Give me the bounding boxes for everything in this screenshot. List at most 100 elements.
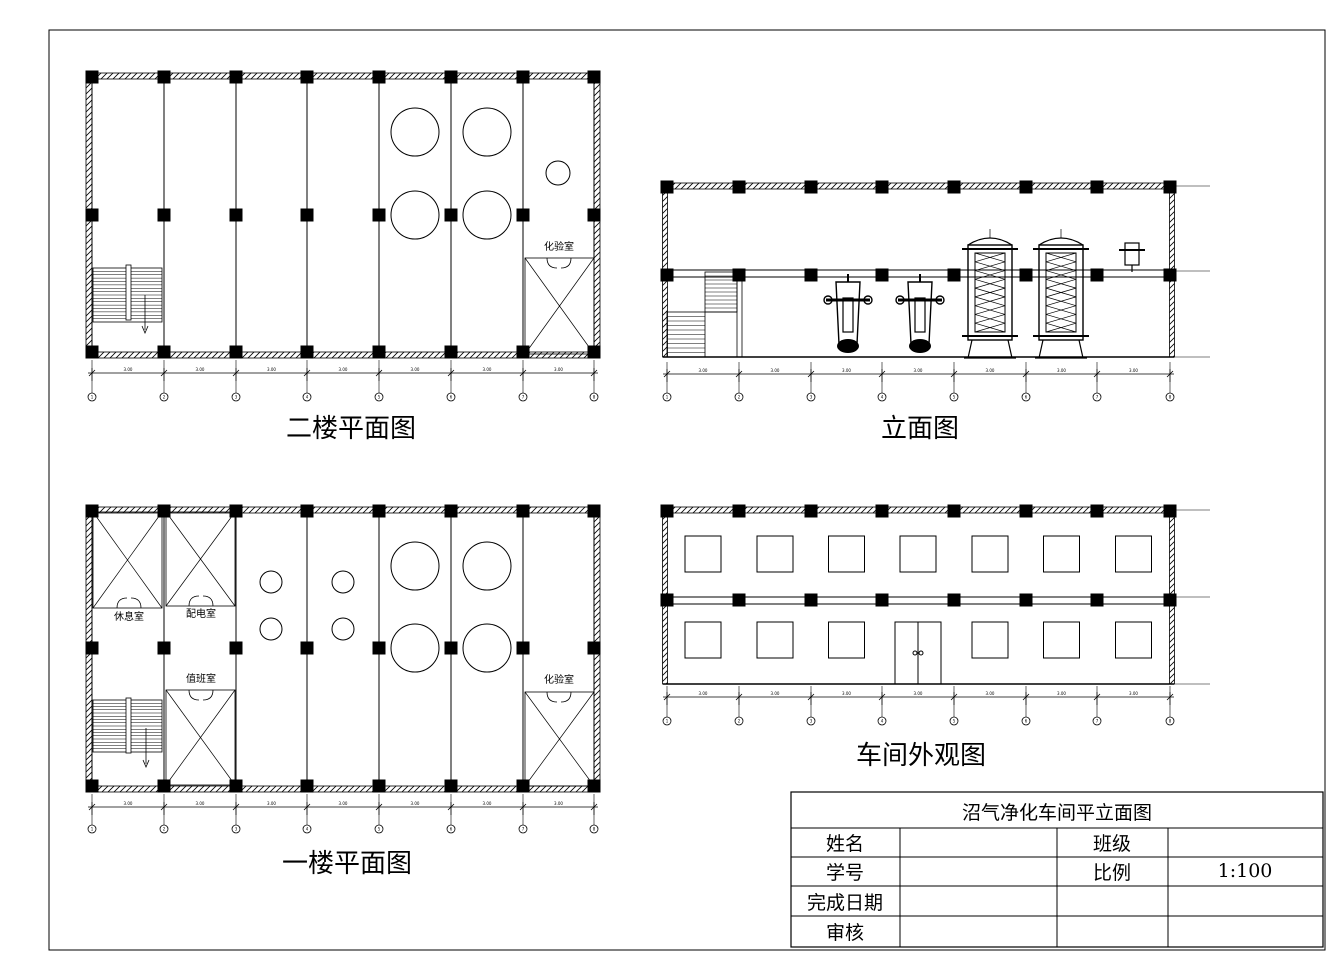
axis-number: 4 <box>881 395 884 400</box>
stair-rail <box>125 697 132 754</box>
axis-number: 6 <box>1025 719 1028 724</box>
axis-bubble <box>231 392 241 402</box>
column <box>300 208 314 222</box>
axis-bubble <box>1021 716 1031 726</box>
axis-bubble <box>446 824 456 834</box>
window <box>828 535 865 573</box>
axis-bubble <box>877 716 887 726</box>
floor-1-lab-room-label: 化验室 <box>544 673 574 686</box>
column <box>229 208 243 222</box>
column <box>732 180 746 194</box>
tank-circle-small <box>259 570 283 594</box>
axis-bubble <box>589 824 599 834</box>
tower-shell <box>1038 244 1084 341</box>
tower-shell <box>967 244 1013 341</box>
tower-packing <box>974 252 1006 333</box>
axis-bubble <box>949 716 959 726</box>
window <box>899 535 937 573</box>
column <box>660 180 674 194</box>
name-label: 姓名 <box>826 833 864 855</box>
tower-packing-hatch <box>1045 261 1077 271</box>
column <box>516 504 530 518</box>
dimension-label: 3.00 <box>483 801 492 806</box>
tower-leg <box>1007 339 1013 359</box>
tower-packing-hatch <box>974 322 1006 333</box>
window <box>684 535 722 573</box>
axis-number: 1 <box>91 395 94 400</box>
axis-bubble <box>734 392 744 402</box>
axis-bubble <box>877 392 887 402</box>
column <box>516 70 530 84</box>
door-swing <box>188 689 214 701</box>
separator-nozzle <box>935 295 945 305</box>
separator-nozzle <box>863 295 873 305</box>
axis-bubble <box>1021 392 1031 402</box>
column <box>229 641 243 655</box>
dimension-label: 3.00 <box>267 801 276 806</box>
axis-number: 4 <box>881 719 884 724</box>
dimension-label: 3.00 <box>411 801 420 806</box>
axis-bubble <box>662 392 672 402</box>
axis-bubble <box>1165 392 1175 402</box>
axis-bubble <box>87 824 97 834</box>
axis-bubble <box>1165 716 1175 726</box>
tower-packing-hatch <box>974 305 1006 315</box>
column <box>660 593 674 607</box>
stair-arrow-head <box>141 325 149 335</box>
tower-packing-hatch <box>974 278 1006 289</box>
column <box>804 504 818 518</box>
column <box>444 779 458 793</box>
column <box>1090 593 1104 607</box>
tank-circle <box>462 623 512 673</box>
tower-packing-hatch <box>1045 314 1077 324</box>
tower-packing-hatch <box>974 270 1006 280</box>
column <box>875 504 889 518</box>
tower-packing-hatch <box>1045 305 1077 315</box>
column <box>875 180 889 194</box>
column <box>85 70 99 84</box>
dimension-label: 3.00 <box>842 691 851 696</box>
axis-number: 5 <box>378 395 381 400</box>
room-box <box>165 689 236 786</box>
window <box>828 621 865 659</box>
column <box>1163 268 1177 282</box>
dimension-label: 3.00 <box>554 367 563 372</box>
column <box>947 180 961 194</box>
column <box>947 504 961 518</box>
window <box>756 621 794 659</box>
dimension-label: 3.00 <box>554 801 563 806</box>
dimension-label: 3.00 <box>411 367 420 372</box>
dimension-label: 3.00 <box>986 691 995 696</box>
column <box>875 268 889 282</box>
column <box>587 641 601 655</box>
dimension-label: 3.00 <box>267 367 276 372</box>
room-diagonal <box>92 511 163 609</box>
class-label: 班级 <box>1093 833 1131 855</box>
room-diagonal <box>524 691 595 787</box>
dimension-label: 3.00 <box>914 691 923 696</box>
tower-packing-hatch <box>1045 252 1077 263</box>
column <box>300 345 314 359</box>
column <box>85 779 99 793</box>
dimension-label: 3.00 <box>339 367 348 372</box>
window <box>1115 621 1152 659</box>
column <box>1019 180 1033 194</box>
column <box>372 504 386 518</box>
axis-number: 8 <box>1169 395 1172 400</box>
dimension-label: 3.00 <box>483 367 492 372</box>
dimension-label: 3.00 <box>1057 368 1066 373</box>
axis-bubble <box>1092 716 1102 726</box>
axis-number: 1 <box>666 395 669 400</box>
exterior-title: 车间外观图 <box>856 741 986 771</box>
tower-packing-hatch <box>974 252 1006 263</box>
column <box>947 593 961 607</box>
column <box>300 504 314 518</box>
column <box>804 180 818 194</box>
column <box>85 504 99 518</box>
column <box>804 593 818 607</box>
axis-bubble <box>806 716 816 726</box>
axis-number: 1 <box>91 827 94 832</box>
axis-bubble <box>734 716 744 726</box>
separator-nozzle <box>895 295 905 305</box>
column <box>85 345 99 359</box>
